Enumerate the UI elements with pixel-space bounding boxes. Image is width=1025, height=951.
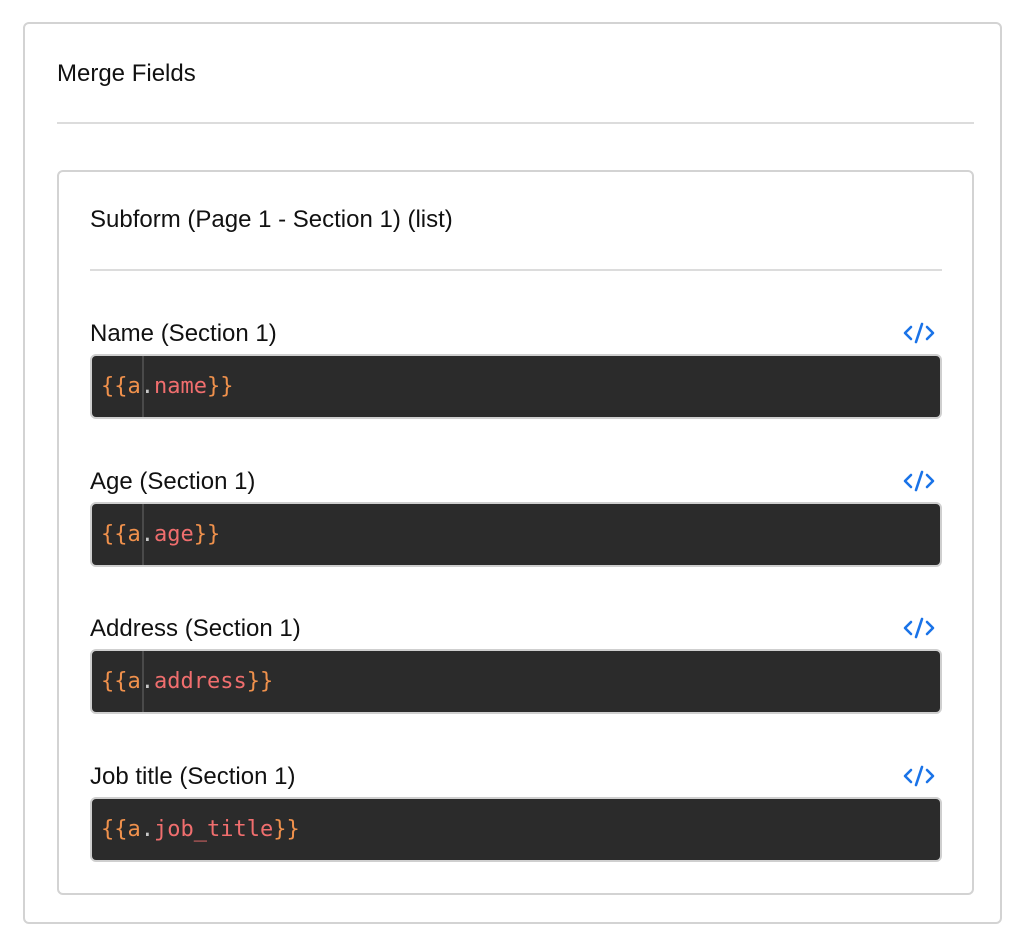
code-dot: . <box>140 817 154 842</box>
merge-code-editor[interactable]: {{a.age}} <box>90 502 942 567</box>
code-dot: . <box>140 374 154 399</box>
merge-field-name: Name (Section 1) {{a.name}} <box>90 320 942 430</box>
code-property: name <box>154 374 207 399</box>
merge-code-text[interactable]: {{a.job_title}} <box>101 814 300 846</box>
code-icon[interactable] <box>902 468 936 494</box>
code-open-braces: {{ <box>101 669 128 694</box>
code-dot: . <box>140 669 154 694</box>
field-label: Name (Section 1) <box>90 320 277 347</box>
text-cursor <box>142 504 144 565</box>
code-variable: a <box>127 817 141 842</box>
divider <box>90 269 942 271</box>
merge-code-text[interactable]: {{a.age}} <box>101 519 220 551</box>
merge-code-editor[interactable]: {{a.address}} <box>90 649 942 714</box>
code-close-braces: }} <box>206 374 234 399</box>
code-property: job_title <box>154 817 274 842</box>
code-variable: a <box>127 522 141 547</box>
code-icon[interactable] <box>902 615 936 641</box>
merge-field-job-title: Job title (Section 1) {{a.job_title}} <box>90 763 942 873</box>
merge-field-address: Address (Section 1) {{a.address}} <box>90 615 942 725</box>
divider <box>57 122 974 124</box>
code-variable: a <box>127 374 141 399</box>
code-dot: . <box>140 522 154 547</box>
field-label: Address (Section 1) <box>90 615 301 642</box>
text-cursor <box>142 651 144 712</box>
merge-fields-title: Merge Fields <box>57 60 196 87</box>
code-close-braces: }} <box>246 669 274 694</box>
merge-code-text[interactable]: {{a.name}} <box>101 371 233 403</box>
code-open-braces: {{ <box>101 374 128 399</box>
merge-field-age: Age (Section 1) {{a.age}} <box>90 468 942 578</box>
code-close-braces: }} <box>193 522 221 547</box>
subform-title: Subform (Page 1 - Section 1) (list) <box>90 206 453 233</box>
code-property: age <box>154 522 194 547</box>
code-icon[interactable] <box>902 320 936 346</box>
code-open-braces: {{ <box>101 817 128 842</box>
code-close-braces: }} <box>273 817 300 842</box>
merge-code-editor[interactable]: {{a.job_title}} <box>90 797 942 862</box>
merge-code-editor[interactable]: {{a.name}} <box>90 354 942 419</box>
code-variable: a <box>127 669 141 694</box>
subform-card: Subform (Page 1 - Section 1) (list) Name… <box>57 170 974 895</box>
merge-fields-card: Merge Fields Subform (Page 1 - Section 1… <box>23 22 1002 924</box>
field-label: Job title (Section 1) <box>90 763 296 790</box>
code-icon[interactable] <box>902 763 936 789</box>
text-cursor <box>142 356 144 417</box>
merge-code-text[interactable]: {{a.address}} <box>101 666 273 698</box>
code-open-braces: {{ <box>101 522 128 547</box>
field-label: Age (Section 1) <box>90 468 256 495</box>
code-property: address <box>154 669 247 694</box>
